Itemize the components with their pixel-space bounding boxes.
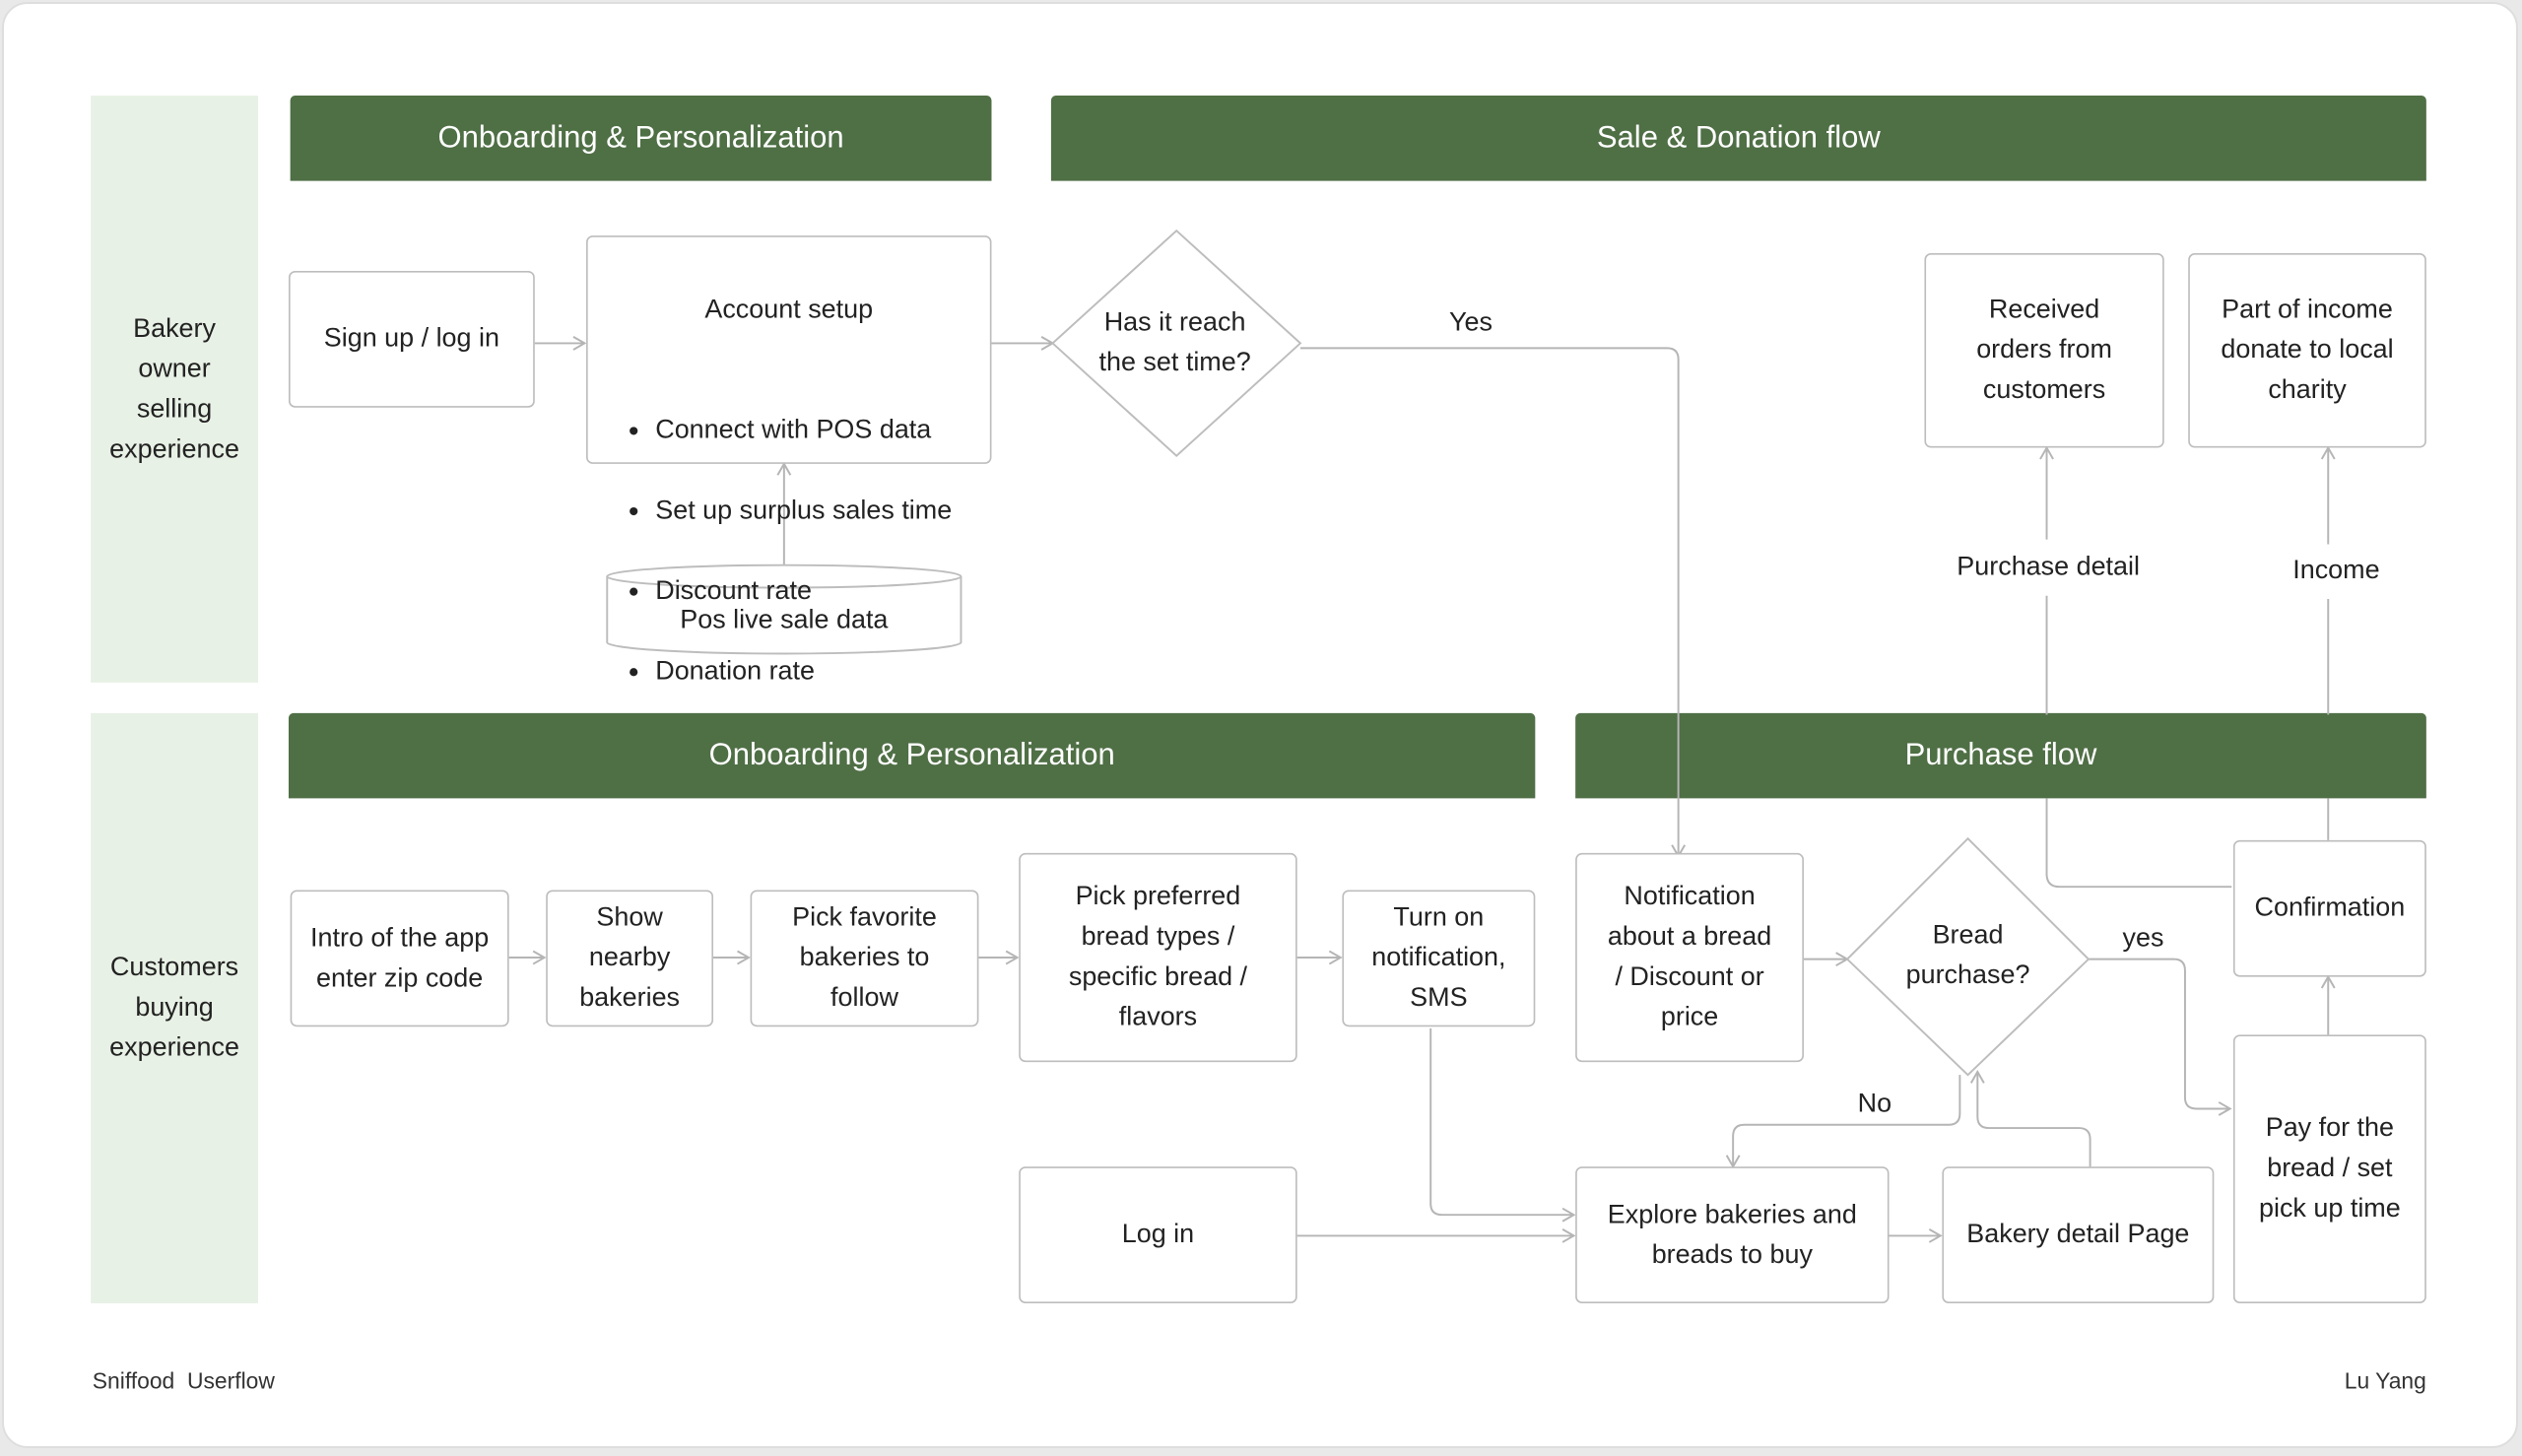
node-set-time-decision: Has it reach the set time? — [1098, 307, 1251, 377]
node-turn-on-notification: Turn on notification, SMS — [1342, 890, 1536, 1027]
cylinder-pos-data — [606, 563, 962, 655]
node-account-setup: Account setup Connect with POS data Set … — [586, 235, 992, 686]
edge-label-purchase-detail: Purchase detail — [1957, 552, 2141, 582]
edge-decision-yes-to-pay — [2088, 958, 2232, 1116]
node-show-nearby: Show nearby bakeries — [546, 890, 714, 1027]
account-setup-title: Account setup — [704, 295, 874, 324]
account-setup-item: Donation rate — [655, 652, 983, 693]
diamond-bread-purchase — [1845, 836, 2091, 1077]
section-bakery-onboarding: Onboarding & Personalization — [290, 96, 992, 181]
node-pay-bread: Pay for the bread / set pick up time — [2232, 1034, 2426, 1303]
node-explore: Explore bakeries and breads to buy — [1575, 1166, 1890, 1303]
node-pos-data-label: Pos live sale data — [680, 605, 889, 634]
edge-label-yes-upper: Yes — [1449, 307, 1493, 337]
node-received-orders: Received orders from customers — [1924, 253, 2164, 448]
lane-label-customers: Customers buying experience — [109, 953, 239, 1063]
section-customer-onboarding: Onboarding & Personalization — [288, 712, 1536, 799]
account-setup-list: Connect with POS data Set up surplus sal… — [594, 370, 983, 732]
diamond-set-time — [1051, 229, 1302, 458]
node-bakery-detail: Bakery detail Page — [1942, 1166, 2215, 1303]
account-setup-item: Set up surplus sales time — [655, 492, 983, 532]
node-confirmation: Confirmation — [2232, 839, 2426, 977]
node-notification: Notification about a bread / Discount or… — [1575, 852, 1804, 1063]
lane-label-bakery-owner: Bakery owner selling experience — [109, 313, 239, 464]
edge-label-income: Income — [2292, 555, 2380, 585]
edge-detail-to-decision — [1969, 1069, 2091, 1167]
edge-label-yes-lower: yes — [2122, 923, 2164, 954]
edge-label-no: No — [1857, 1089, 1892, 1119]
connector-layer — [508, 229, 2336, 1243]
account-setup-item: Connect with POS data — [655, 411, 983, 451]
node-intro-app: Intro of the app enter zip code — [290, 890, 509, 1027]
section-sale-donation-flow: Sale & Donation flow — [1050, 96, 2426, 181]
diagram-stage: Bakery owner selling experience Customer… — [4, 4, 2522, 1456]
edge-turnon-to-explore — [1429, 1027, 1576, 1223]
lane-customers — [91, 712, 258, 1303]
footer-author: Lu Yang — [2344, 1367, 2426, 1394]
lane-bakery-owner — [91, 96, 258, 683]
node-sign-up: Sign up / log in — [288, 270, 535, 408]
edge-decision-yes — [1299, 347, 1687, 859]
node-donate-income: Part of income donate to local charity — [2188, 253, 2426, 448]
section-purchase-flow: Purchase flow — [1575, 712, 2426, 799]
node-pick-bread: Pick preferred bread types / specific br… — [1019, 852, 1297, 1063]
edge-confirmation-to-received — [2045, 798, 2232, 889]
node-pick-favorite: Pick favorite bakeries to follow — [750, 890, 979, 1027]
edge-decision-no-to-explore — [1725, 1075, 1961, 1169]
node-bread-purchase-decision: Bread purchase? — [1905, 920, 2030, 990]
account-setup-item: Discount rate — [655, 571, 983, 612]
footer-title: Sniffood Userflow — [92, 1367, 275, 1394]
node-log-in: Log in — [1019, 1166, 1297, 1303]
